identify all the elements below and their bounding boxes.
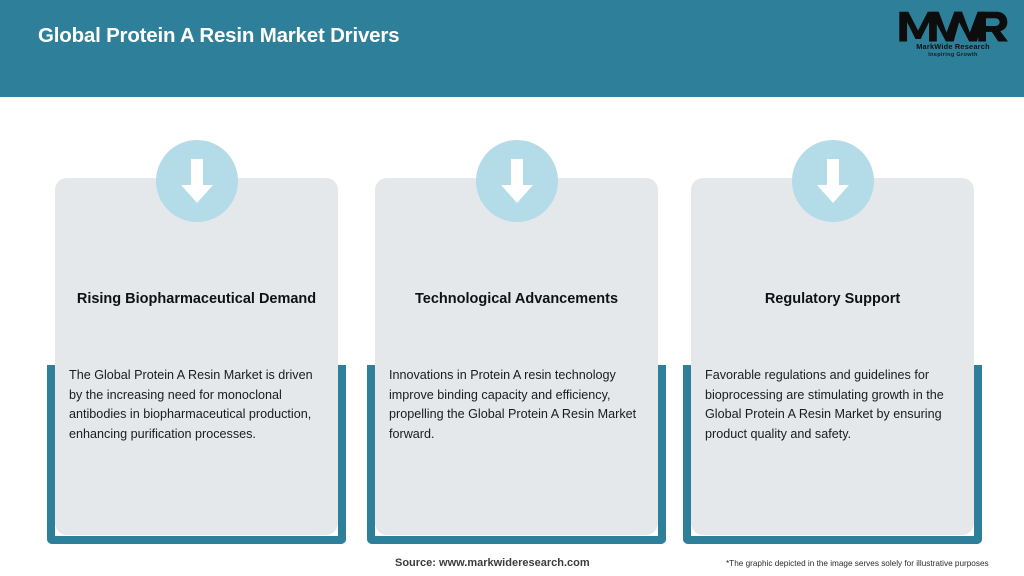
down-arrow-icon-badge [791,140,874,222]
card-panel: Rising Biopharmaceutical Demand The Glob… [55,178,338,535]
card-title: Rising Biopharmaceutical Demand [76,291,317,307]
card-backing-accent [683,365,982,544]
header-bar [0,0,1024,97]
card-backing-accent [47,365,346,544]
driver-card-1: Rising Biopharmaceutical Demand The Glob… [47,140,346,544]
logo-tagline: Inspiring Growth [928,52,978,58]
logo-company-name: MarkWide Research [916,42,990,51]
page-title: Global Protein A Resin Market Drivers [38,24,400,47]
card-title: Regulatory Support [764,291,901,307]
down-arrow-icon-badge [155,140,238,222]
driver-card-2: Technological Advancements Innovations i… [367,140,666,544]
card-backing-accent [367,365,666,544]
card-title: Technological Advancements [414,291,619,307]
card-body-text: Favorable regulations and guidelines for… [705,368,944,441]
driver-card-3: Regulatory Support Favorable regulations… [683,140,982,544]
down-arrow-icon [180,159,213,203]
card-body-text: Innovations in Protein A resin technolog… [389,368,637,441]
card-body-text: The Global Protein A Resin Market is dri… [69,368,313,441]
down-arrow-icon [816,159,849,203]
down-arrow-icon-badge [475,140,558,222]
card-panel: Regulatory Support Favorable regulations… [691,178,974,535]
company-logo: MarkWide Research Inspiring Growth [898,9,1008,65]
footer-disclaimer-note: *The graphic depicted in the image serve… [726,559,989,568]
footer-source-label: Source: www.markwideresearch.com [395,557,590,569]
card-panel: Technological Advancements Innovations i… [375,178,658,535]
mwr-monogram-icon [899,11,1008,42]
down-arrow-icon [500,159,533,203]
